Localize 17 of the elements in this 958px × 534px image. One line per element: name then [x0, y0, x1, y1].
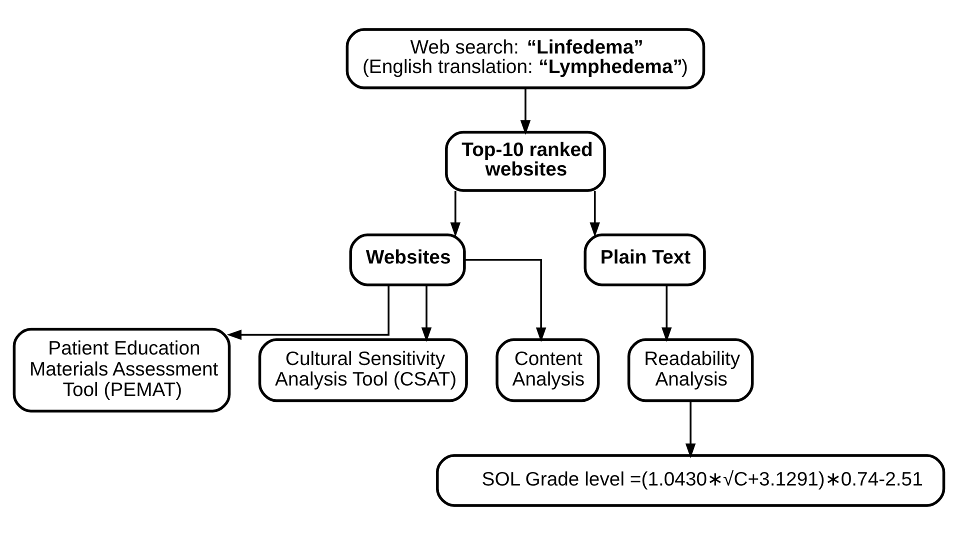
node-box: Patient Education Materials Assessment Tool (PEMAT): [12, 327, 231, 412]
arrow: [590, 190, 600, 237]
arrow: [421, 284, 432, 342]
node-box: Plain Text: [584, 233, 706, 286]
arrow: [450, 190, 461, 237]
node-box: Web search: “Linfedema” (English translation: “Lymphedema”): [346, 28, 706, 89]
arrow: [685, 400, 696, 458]
arrow: [464, 258, 546, 342]
node-box: SOL Grade level =(1.0430∗√C+3.1291)∗0.74-2.51: [436, 454, 946, 506]
arrow: [226, 284, 390, 340]
node-box: Cultural Sensitivity Analysis Tool (CSAT): [258, 338, 468, 402]
node-box: Top-10 ranked websites: [445, 130, 606, 192]
node-box: Content Analysis: [496, 338, 600, 402]
arrow: [520, 87, 531, 134]
node-box: Readability Analysis: [627, 338, 754, 402]
node-box: Websites: [349, 233, 466, 286]
arrow: [662, 284, 672, 342]
